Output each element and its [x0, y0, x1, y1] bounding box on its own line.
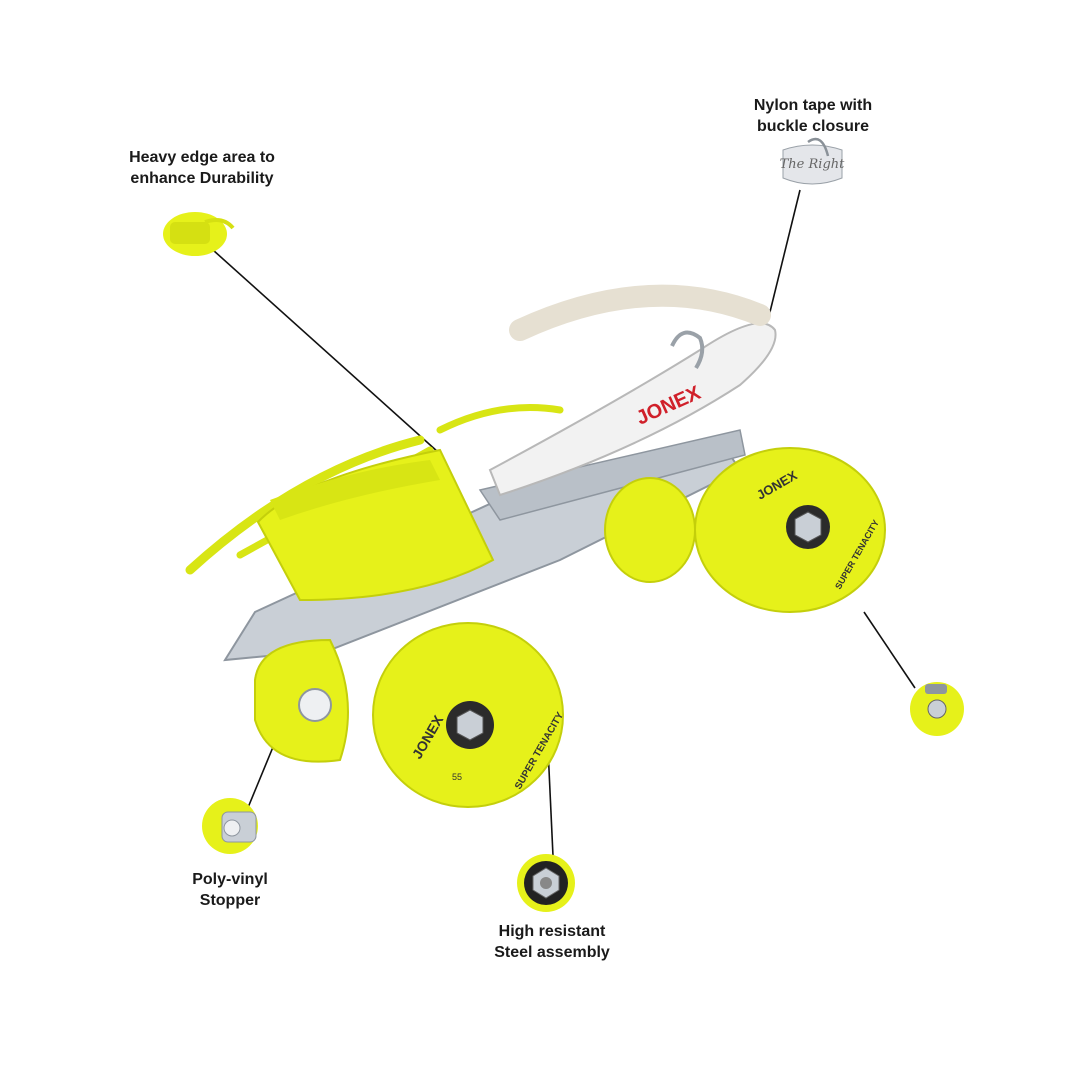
- leader-line-wheel: [863, 611, 916, 689]
- stopper-thumbnail: [202, 798, 258, 854]
- skate: JONEX JONEX SUPER TENACITY JONEX SUPER T…: [185, 284, 886, 808]
- front-wheel: JONEX SUPER TENACITY: [694, 447, 886, 613]
- callout-edge-line1: Heavy edge area to: [129, 149, 275, 166]
- edge-thumbnail: [163, 212, 235, 256]
- callout-nylon: Nylon tape with buckle closure: [703, 95, 923, 137]
- callout-stopper: Poly-vinyl Stopper: [120, 869, 340, 911]
- callout-nylon-line1: Nylon tape with: [753, 97, 873, 114]
- callout-nylon-line2: buckle closure: [756, 118, 870, 135]
- nylon-thumbnail: The Right: [780, 137, 846, 185]
- callout-stopper-line1: Poly-vinyl: [192, 871, 268, 888]
- callout-steel-line1: High resistant: [498, 923, 606, 940]
- callout-stopper-line2: Stopper: [199, 892, 261, 909]
- steel-thumbnail: [517, 854, 575, 912]
- callout-edge-line2: enhance Durability: [130, 170, 274, 187]
- nylon-thumbnail-text: The Right: [780, 157, 846, 172]
- callout-edge: Heavy edge area to enhance Durability: [92, 147, 312, 189]
- leader-line-nylon: [767, 189, 801, 321]
- rear-wheel: JONEX SUPER TENACITY 55: [372, 622, 566, 808]
- leader-line-steel: [547, 747, 554, 857]
- wheel-thumbnail: [910, 682, 964, 736]
- leader-line-edge: [212, 249, 439, 453]
- rear-wheel-size: 55: [452, 772, 462, 782]
- callout-steel: High resistant Steel assembly: [442, 921, 662, 963]
- callout-steel-line2: Steel assembly: [494, 944, 610, 961]
